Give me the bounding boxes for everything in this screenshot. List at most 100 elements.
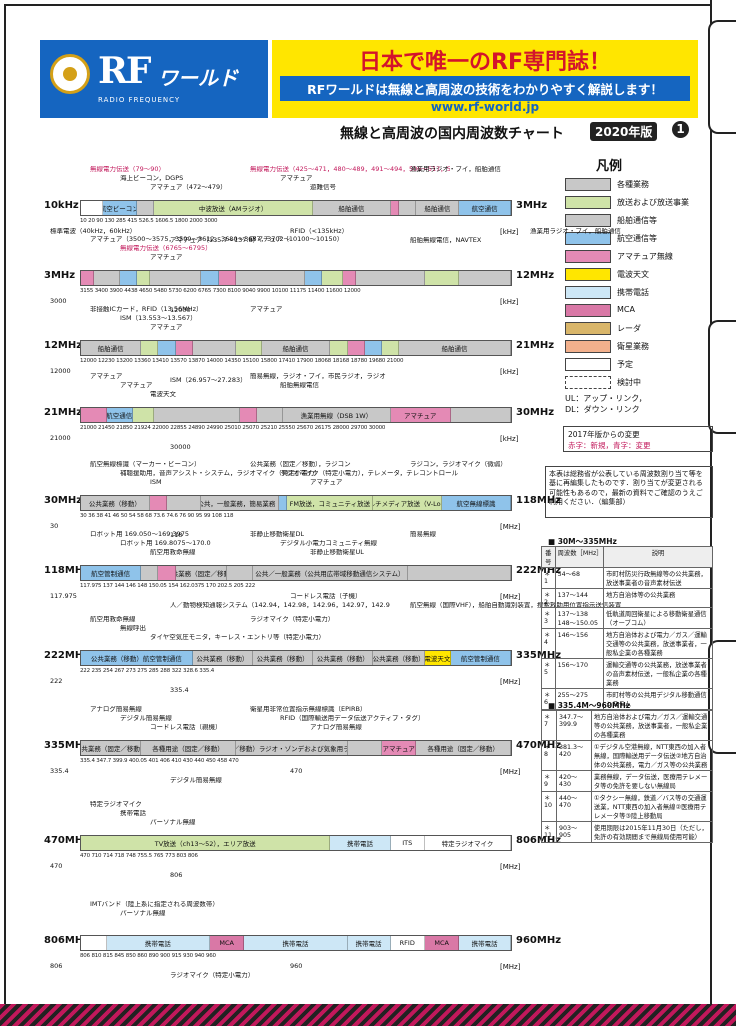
band-annotation: 衛星用非常位置指示無線標識（EPIRB） (250, 706, 367, 713)
tick-labels: 30 36 38 41 46 50 54 58 68 73.6 74.6 76 … (80, 513, 234, 519)
band-segment: 船舶通信 (81, 341, 142, 355)
band-segment: 公共／一般業務（公共用広帯域移動通信システム） (252, 566, 408, 580)
legend-item: 船舶通信等 (565, 214, 705, 228)
band-annotation: 無線呼出 (120, 625, 146, 632)
table-cell: 地方自治体および電力／ガス／運輸交通等の公共業務，放送事業者，一般私企業の各種業… (603, 628, 713, 659)
tick-labels: 222 235 254 267 273 275 285 288 322 328.… (80, 668, 215, 674)
table-header-num: 番号 (541, 546, 556, 568)
band-annotation: ラジコン，ラジオマイク（微弱） (410, 461, 507, 468)
band-annotation: RFID（国際輸送用データ伝送アクティブ・タグ） (280, 715, 425, 722)
band-segment: 各種用途（固定／移動）ラジオ・ゾンデおよび気象用ラジオ・ロボット (235, 741, 348, 755)
band-segment (136, 271, 150, 285)
band-annotation: 117.975 (50, 593, 77, 600)
legend-item: 各種業務 (565, 178, 705, 192)
band-segment (149, 496, 167, 510)
unit-label: [MHz] (500, 523, 521, 531)
band-start-label: 21MHz (44, 407, 83, 418)
notice-box: 本表は総務省が公表している周波数割り当て等を基に再編集したものです．割り当てが変… (545, 466, 713, 518)
tick-labels: 117.975 137 144 146 148 150.05 154 162.0… (80, 583, 255, 589)
table-cell: ＊2 (541, 588, 556, 608)
band-end-label: 960MHz (516, 935, 562, 946)
band-segment (257, 408, 284, 422)
unit-label: [MHz] (500, 963, 521, 971)
band-annotation: 960 (290, 963, 303, 970)
band-annotation: ロボット用 169.8075〜170.0 (120, 540, 211, 547)
band-segment: 航空管制通信 (450, 651, 511, 665)
band-segment (450, 408, 511, 422)
legend-label: 電波天文 (617, 270, 649, 279)
band-end-label: 30MHz (516, 407, 555, 418)
band-annotation: 人／動物検知通報システム（142.94，142.98，142.96，142.97… (170, 602, 390, 609)
banner-url-link[interactable]: www.rf-world.jp (430, 100, 540, 114)
band-annotation: コードレス電話（子機） (290, 593, 362, 600)
band-annotation: アマチュア（10100〜10150） (250, 236, 344, 243)
band-end-label: 335MHz (516, 650, 562, 661)
table-cell: ＊11 (541, 821, 557, 843)
band-segment: 船舶通信 (313, 201, 391, 215)
band-segment (158, 341, 176, 355)
rf-world-logo[interactable]: RF ワールド RADIO FREQUENCY (40, 40, 268, 118)
tick-labels: 21000 21450 21850 21924 22000 22855 2489… (80, 425, 386, 431)
band-annotation: アマチュア (280, 175, 313, 182)
band-start-label: 470MHz (44, 835, 90, 846)
band-segment: 航空通信 (106, 408, 133, 422)
band-segment (399, 201, 417, 215)
band-segment (132, 408, 155, 422)
band-segment: 携帯電話 (347, 936, 391, 950)
logo-world-text: ワールド (158, 66, 238, 90)
band-annotation: 漁業用ラジオ・ブイ，船舶通信 (410, 166, 501, 173)
table-cell: ①デジタル空港無線，NTT東西の加入者無線，国際輸送用データ伝送②地方自治体の公… (590, 740, 714, 771)
band-segment: 各種用途（固定／移動） (141, 741, 236, 755)
legend-label: 携帯電話 (617, 288, 649, 297)
band-segment (81, 201, 103, 215)
band-start-label: 10kHz (44, 200, 79, 211)
band-annotation: アマチュア (250, 306, 283, 313)
ad-banner[interactable]: 日本で唯一のRF専門誌！ RFワールドは無線と高周波の技術をわかりやすく解説しま… (272, 40, 698, 118)
year-badge: 2020年版 (590, 122, 658, 141)
band-segment: MCA (209, 936, 245, 950)
legend-ul-note: UL：アップ・リンク， (565, 394, 647, 403)
band-segment: FM放送，コミュニティ放送 (287, 496, 374, 510)
band-end-label: 470MHz (516, 740, 562, 751)
table-cell: ＊5 (541, 658, 556, 689)
table-cell: 146〜156 (554, 628, 605, 659)
band-annotation: アマチュア（472〜479） (150, 184, 227, 191)
band-annotation: アマチュア (150, 254, 183, 261)
legend-swatch (565, 322, 611, 335)
legend-label: 検討中 (617, 378, 641, 387)
legend-swatch (565, 250, 611, 263)
header: RF ワールド RADIO FREQUENCY 日本で唯一のRF専門誌！ RFワ… (40, 40, 698, 118)
band-segment: ITS (390, 836, 425, 850)
table-cell: ＊7 (541, 710, 557, 741)
unit-label: [MHz] (500, 768, 521, 776)
band-annotation: 航空用救命無線 (150, 549, 196, 556)
legend-item: 航空通信等 (565, 232, 705, 246)
band-segment: TV放送（ch13〜52），エリア放送 (81, 836, 331, 850)
band-annotation: 118 (170, 532, 183, 539)
band-segment: 各種用途（固定／移動） (416, 741, 511, 755)
side-tab (708, 320, 736, 434)
legend-swatch (565, 358, 611, 371)
band-annotation: 30 (50, 523, 59, 530)
band-annotation: 特定ラジオマイク (90, 801, 142, 808)
legend-item: 衛星業務 (565, 340, 705, 354)
table-cell: ＊9 (541, 770, 557, 792)
band-annotation: 30000 (170, 444, 191, 451)
band-segment (192, 341, 236, 355)
band-annotation: 無線電力伝送（79〜90） (90, 166, 166, 173)
band-annotation: アマチュア (120, 382, 153, 389)
table-cell: 地方自治体および電力／ガス／運輸交通等の公共業務，放送事業者，一般私企業の各種業… (590, 710, 714, 741)
table-cell: 381.3〜420 (555, 740, 592, 771)
table-cell: 255〜275 (554, 688, 605, 710)
band-segment (141, 566, 159, 580)
band-annotation: ラジオマイク（特定小電力） (250, 616, 335, 623)
band-start-label: 118MHz (44, 565, 90, 576)
band-annotation: タイヤ空気圧モニタ，キーレス・エントリ等（特定小電力） (150, 634, 325, 641)
